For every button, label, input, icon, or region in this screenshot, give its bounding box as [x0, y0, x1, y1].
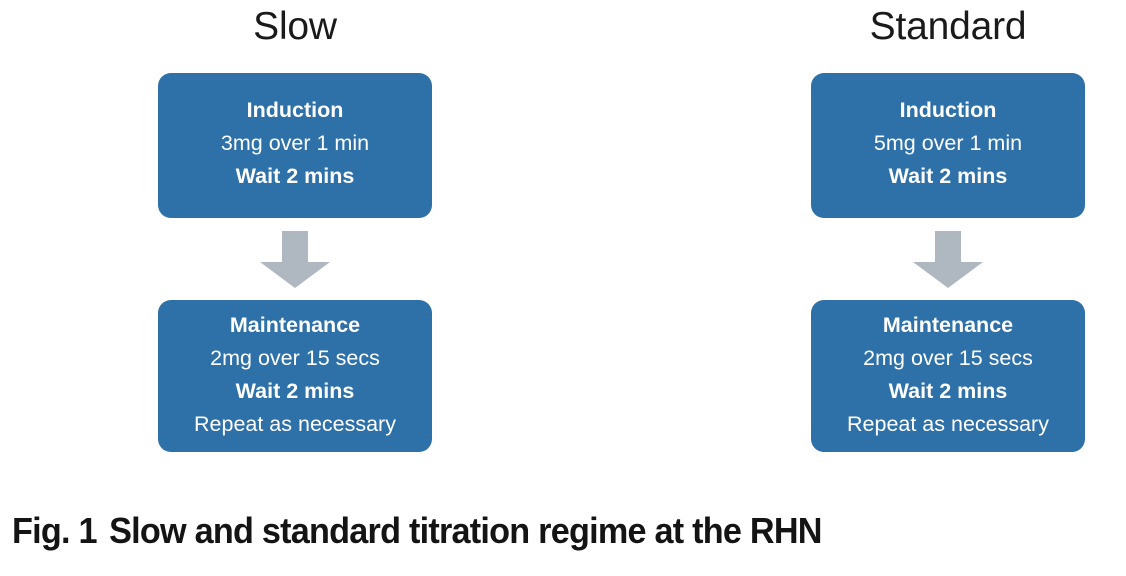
node-line-heading: Maintenance — [229, 313, 361, 337]
node-line-repeat: Repeat as necessary — [847, 412, 1049, 436]
node-standard-maintenance: Maintenance 2mg over 15 secs Wait 2 mins… — [811, 300, 1085, 452]
node-line-dose: 2mg over 15 secs — [210, 346, 380, 370]
node-line-wait: Wait 2 mins — [888, 379, 1008, 403]
arrow-down-icon-slow — [260, 231, 330, 288]
column-title-slow: Slow — [253, 5, 337, 48]
node-line-heading: Maintenance — [882, 313, 1014, 337]
arrow-down-icon-standard — [913, 231, 983, 288]
column-title-standard: Standard — [869, 5, 1027, 48]
node-line-wait: Wait 2 mins — [235, 379, 355, 403]
node-line-dose: 3mg over 1 min — [220, 131, 370, 155]
node-line-repeat: Repeat as necessary — [194, 412, 396, 436]
figure-caption-label: Fig. 1 — [12, 510, 98, 551]
flow-column-standard: Induction 5mg over 1 min Wait 2 mins Mai… — [798, 0, 1098, 470]
node-line-dose: 5mg over 1 min — [873, 131, 1023, 155]
flow-column-slow: Induction 3mg over 1 min Wait 2 mins Mai… — [145, 0, 445, 470]
node-line-heading: Induction — [899, 98, 997, 122]
node-standard-induction: Induction 5mg over 1 min Wait 2 mins — [811, 73, 1085, 218]
figure-caption-text: Slow and standard titration regime at th… — [109, 510, 822, 551]
node-slow-maintenance: Maintenance 2mg over 15 secs Wait 2 mins… — [158, 300, 432, 452]
node-line-heading: Induction — [246, 98, 344, 122]
figure-caption: Fig. 1 Slow and standard titration regime… — [12, 506, 822, 556]
node-line-dose: 2mg over 15 secs — [863, 346, 1033, 370]
node-line-wait: Wait 2 mins — [235, 164, 355, 188]
node-line-wait: Wait 2 mins — [888, 164, 1008, 188]
node-slow-induction: Induction 3mg over 1 min Wait 2 mins — [158, 73, 432, 218]
